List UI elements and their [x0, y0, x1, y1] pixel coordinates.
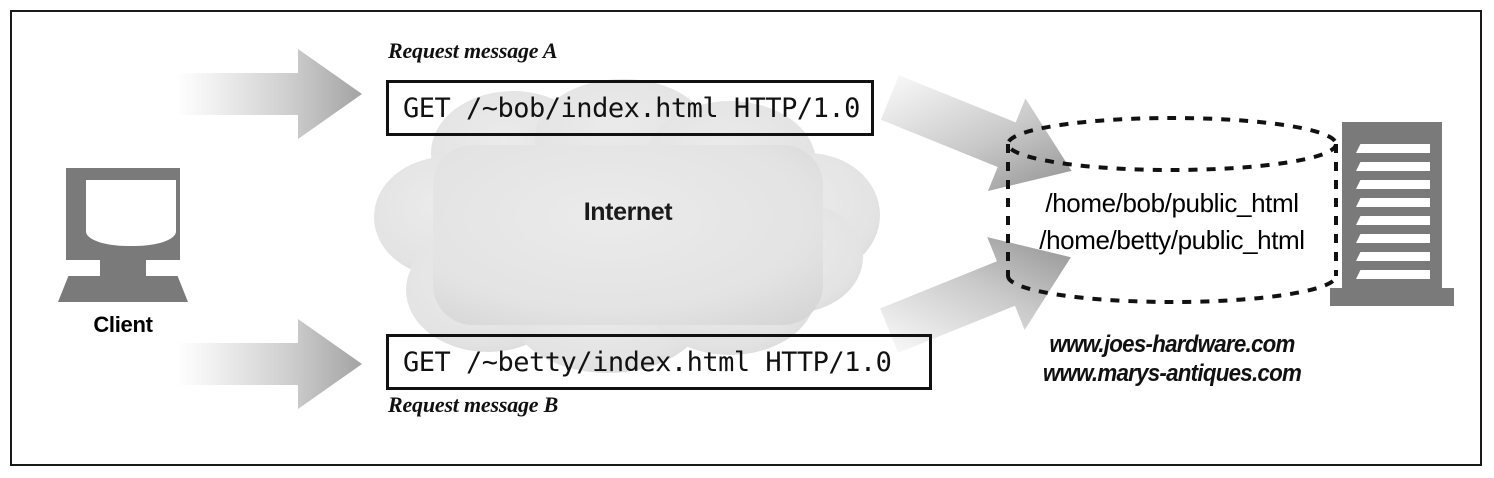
server-slot: [1356, 162, 1430, 171]
storage-paths: /home/bob/public_html /home/betty/public…: [1002, 185, 1342, 259]
server-slot: [1356, 144, 1430, 153]
arrow-client-to-request-b: [176, 316, 362, 412]
client-label: Client: [93, 312, 153, 337]
database-cylinder-icon: [1002, 114, 1342, 306]
request-b-box: GET /~betty/index.html HTTP/1.0: [386, 334, 932, 390]
domain-name-item: www.marys-antiques.com: [1042, 360, 1302, 388]
arrow-cloud-to-server-bottom: [880, 228, 1090, 358]
request-a-label: Request message A: [388, 38, 558, 63]
internet-label: Internet: [583, 198, 673, 226]
server-slot: [1356, 198, 1430, 207]
arrow-cloud-to-server-top: [880, 72, 1090, 202]
domain-name-item: www.joes-hardware.com: [1049, 331, 1295, 358]
desktop-computer-icon: [58, 168, 188, 308]
request-a-box: GET /~bob/index.html HTTP/1.0: [386, 80, 874, 136]
server-slot: [1356, 234, 1430, 243]
monitor-neck: [100, 260, 146, 280]
request-b-message: GET /~betty/index.html HTTP/1.0: [403, 346, 892, 378]
request-a-message: GET /~bob/index.html HTTP/1.0: [403, 92, 860, 124]
storage-path-item: /home/betty/public_html: [1039, 224, 1305, 255]
server-base: [1330, 288, 1454, 306]
storage-path-item: /home/bob/public_html: [1045, 188, 1299, 218]
server-slot: [1356, 252, 1430, 261]
server-slot: [1356, 180, 1430, 189]
server-slot: [1356, 270, 1430, 279]
monitor-body: [66, 168, 180, 260]
monitor-screen: [86, 180, 176, 246]
cloud-icon: [338, 75, 918, 375]
virtual-host-domains: www.joes-hardware.com www.marys-antiques…: [1000, 330, 1344, 389]
server-slot: [1356, 216, 1430, 225]
request-b-label: Request message B: [388, 392, 559, 417]
server-rack-icon: [1330, 122, 1454, 310]
arrow-client-to-request-a: [176, 46, 362, 142]
monitor-base: [58, 276, 188, 302]
